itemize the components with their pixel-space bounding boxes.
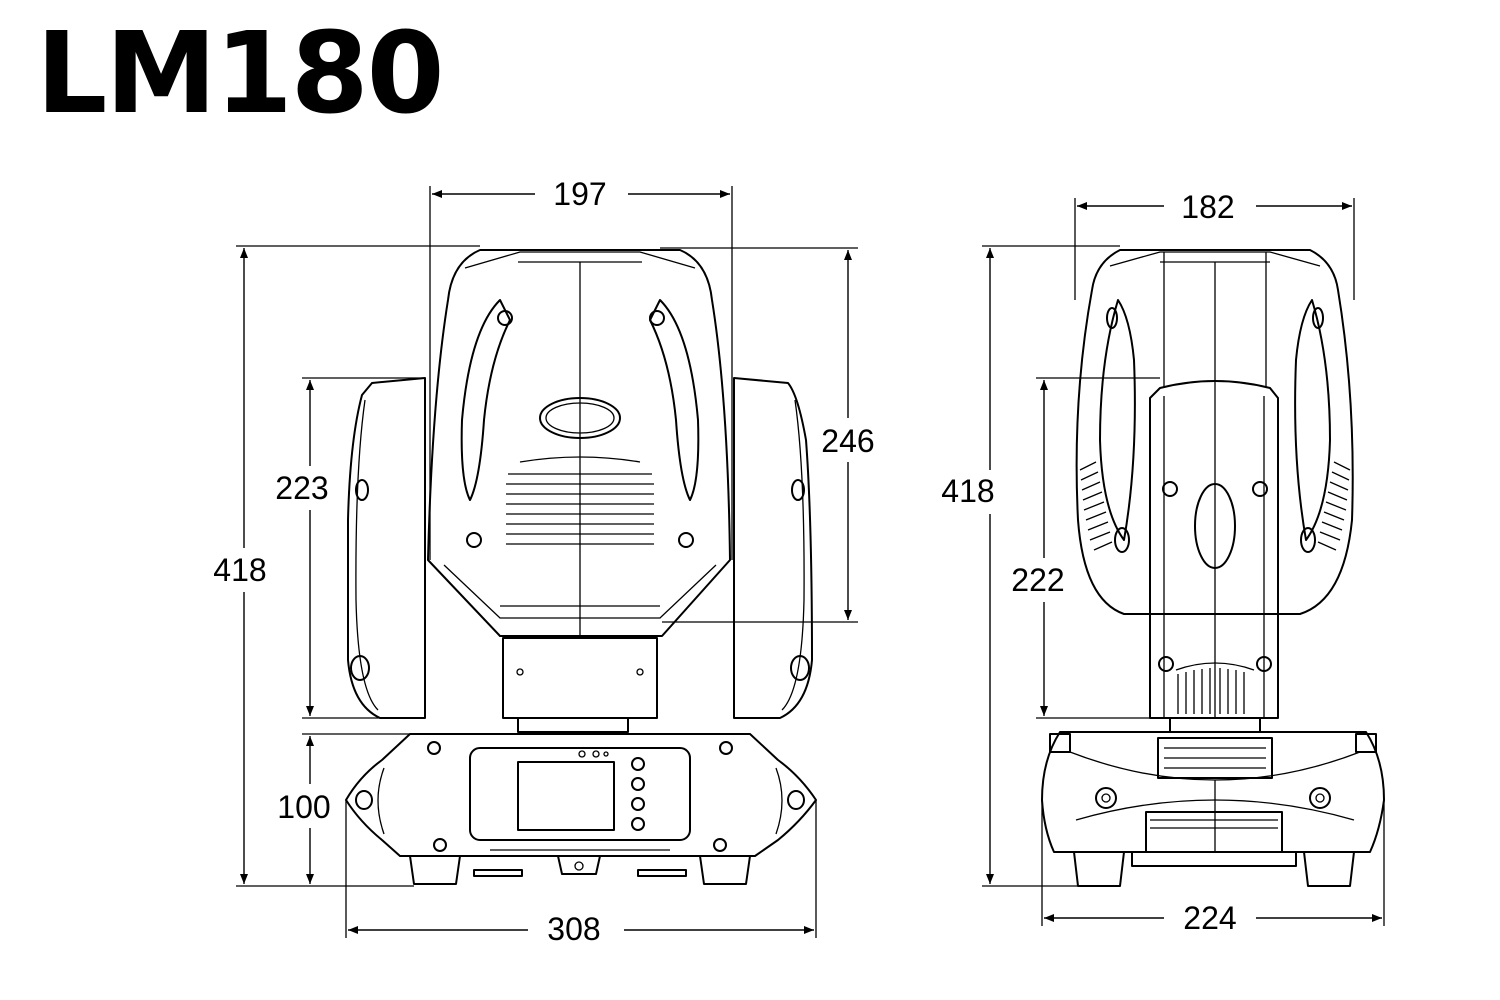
front-view	[345, 249, 817, 885]
front-base-button-2	[631, 777, 645, 791]
dim-side-yoke-height: 222	[1011, 562, 1064, 598]
page-title: LM180	[36, 9, 445, 139]
side-base-handle	[1157, 737, 1273, 779]
side-head-vent-right	[1317, 461, 1351, 551]
dim-front-head-width: 197	[553, 176, 606, 212]
side-yoke-logo	[1194, 483, 1236, 569]
front-dimensions: 197 246 223 418 100 308	[213, 176, 874, 947]
side-base	[1041, 731, 1385, 853]
dim-front-base-width: 308	[547, 911, 600, 947]
front-head-logo	[539, 397, 621, 439]
front-head-grip-left	[460, 299, 511, 501]
front-yoke-left-arm	[347, 377, 426, 719]
front-base	[345, 733, 817, 857]
front-base-button-4	[631, 817, 645, 831]
dim-side-total-height: 418	[941, 473, 994, 509]
front-head-grip-right	[649, 299, 700, 501]
side-view	[1041, 249, 1385, 887]
dim-front-head-height: 246	[821, 423, 874, 459]
front-head	[427, 249, 731, 637]
dim-side-base-depth: 224	[1183, 900, 1236, 936]
front-base-foot-left	[409, 855, 461, 885]
dim-front-base-height: 100	[277, 789, 330, 825]
side-base-foot-left	[1073, 851, 1125, 887]
front-base-button-3	[631, 797, 645, 811]
side-yoke-arm	[1149, 380, 1279, 719]
front-head-vent	[506, 456, 654, 545]
dim-front-yoke-height: 223	[275, 470, 328, 506]
side-head	[1075, 249, 1354, 615]
front-base-button-1	[631, 757, 645, 771]
front-base-foot-right	[699, 855, 751, 885]
side-dimensions: 182 418 222 224	[941, 189, 1385, 936]
side-head-grip-left	[1099, 299, 1136, 541]
front-base-panel	[469, 747, 691, 841]
side-yoke-vent	[1177, 668, 1245, 714]
side-head-grip-right	[1294, 299, 1331, 541]
dim-side-head-depth: 182	[1181, 189, 1234, 225]
front-yoke-center	[502, 637, 658, 719]
dim-front-total-height: 418	[213, 552, 266, 588]
front-yoke-right-arm	[733, 377, 813, 719]
front-base-display	[517, 761, 615, 831]
side-base-foot-right	[1303, 851, 1355, 887]
side-head-vent-left	[1079, 461, 1113, 551]
